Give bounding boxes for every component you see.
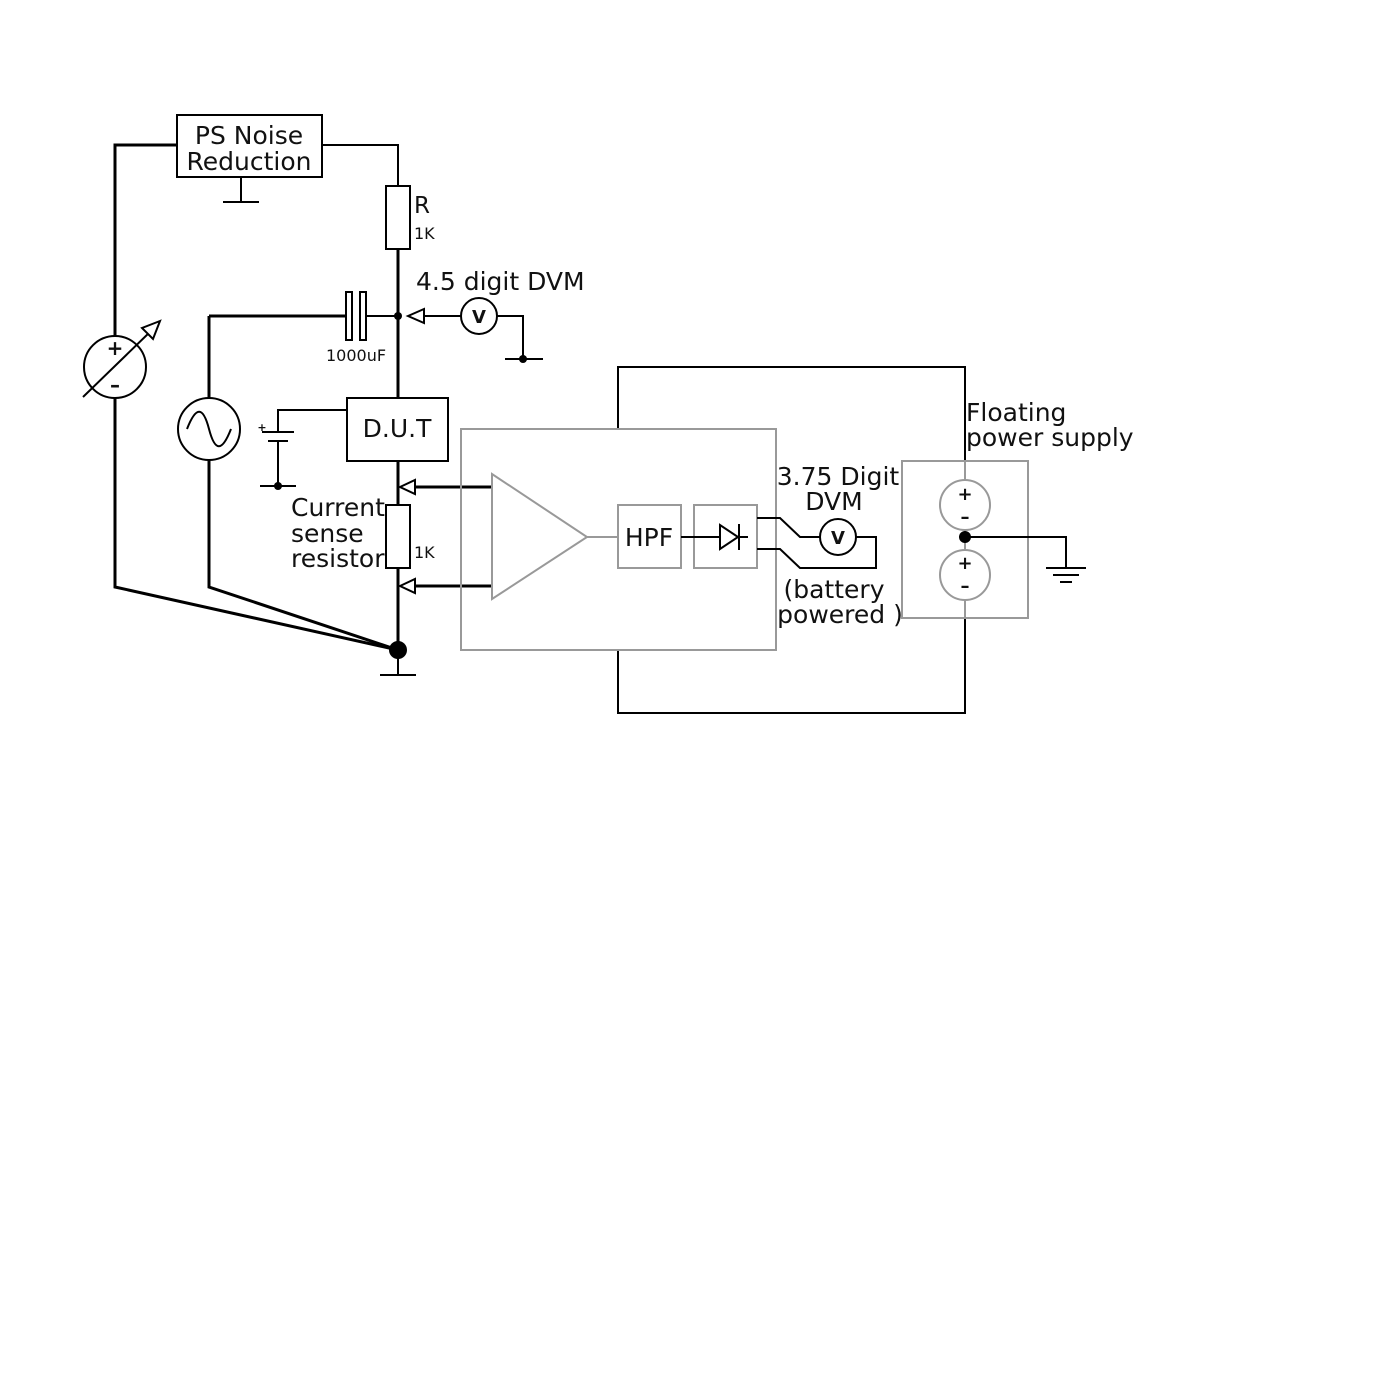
current-sense-label-line3: resistor xyxy=(291,544,385,573)
ps-noise-reduction-block: PS Noise Reduction xyxy=(176,114,323,203)
resistor-r-name: R xyxy=(414,193,430,219)
signal-generator xyxy=(177,316,241,461)
probe-arrow-icon xyxy=(397,577,416,595)
current-sense-label-line2: sense xyxy=(291,519,364,548)
supply-plus: + xyxy=(107,336,124,360)
source2-plus: + xyxy=(957,553,972,574)
voltmeter-symbol: V xyxy=(472,307,486,328)
dvm-lead-top xyxy=(757,517,820,538)
measurement-block: HPF xyxy=(460,428,777,651)
variable-supply: + – xyxy=(82,319,162,399)
floating-label-line2: power supply xyxy=(966,423,1134,452)
floating-label-line1: Floating xyxy=(966,398,1066,427)
amplifier-triangle-icon xyxy=(491,472,589,601)
voltmeter-icon xyxy=(819,518,857,556)
resistor-r-value: 1K xyxy=(414,224,435,243)
sense-probes xyxy=(397,478,492,595)
supply-rail-top xyxy=(617,366,966,461)
dvm-375-label-line2: DVM xyxy=(805,487,862,516)
wire-generator-bottom xyxy=(207,460,399,652)
dvm-45-label: 4.5 digit DVM xyxy=(416,267,585,296)
dvm-375-digit: V 3.75 Digit DVM (battery powered ) xyxy=(777,462,903,629)
floating-power-supply: Floating power supply + – + – xyxy=(901,398,1134,619)
source1-plus: + xyxy=(957,484,972,505)
source2-minus: – xyxy=(961,576,970,597)
ps-noise-label-line2: Reduction xyxy=(187,147,312,176)
dvm-lead-bottom xyxy=(757,536,877,569)
capacitor-value: 1000uF xyxy=(326,346,386,365)
hpf-label: HPF xyxy=(625,523,673,552)
supply-rail-bottom xyxy=(617,618,966,714)
dut-label: D.U.T xyxy=(363,414,432,443)
wire-to-resistor-r xyxy=(322,144,399,186)
sense-resistor-value: 1K xyxy=(414,543,435,562)
probe-arrow-icon xyxy=(405,307,425,325)
wire-supply-top xyxy=(113,143,177,336)
source1-minus: – xyxy=(961,507,970,528)
earth-ground-icon xyxy=(1046,567,1086,583)
dvm-375-label-line1: 3.75 Digit xyxy=(777,462,900,491)
diode-icon xyxy=(719,523,740,551)
battery-plus: + xyxy=(257,421,266,434)
resistor-r: R 1K xyxy=(385,185,435,250)
battery-label-line1: (battery xyxy=(783,575,884,604)
supply-minus: – xyxy=(110,373,120,397)
wire-supply-bottom xyxy=(113,398,399,652)
dut-block: D.U.T xyxy=(346,397,449,462)
ps-noise-label-line1: PS Noise xyxy=(195,121,303,150)
capacitor-1000uf: 1000uF xyxy=(209,291,398,365)
current-sense-label-line1: Current xyxy=(291,493,385,522)
battery: + xyxy=(257,409,347,490)
adjust-arrow-icon xyxy=(140,319,162,341)
current-sense-resistor: 1K Current sense resistor xyxy=(291,493,435,573)
battery-label-line2: powered ) xyxy=(777,600,903,629)
probe-arrow-icon xyxy=(397,478,416,496)
dvm-45-digit: 4.5 digit DVM V xyxy=(405,267,585,363)
voltmeter-symbol-375: V xyxy=(831,528,845,549)
